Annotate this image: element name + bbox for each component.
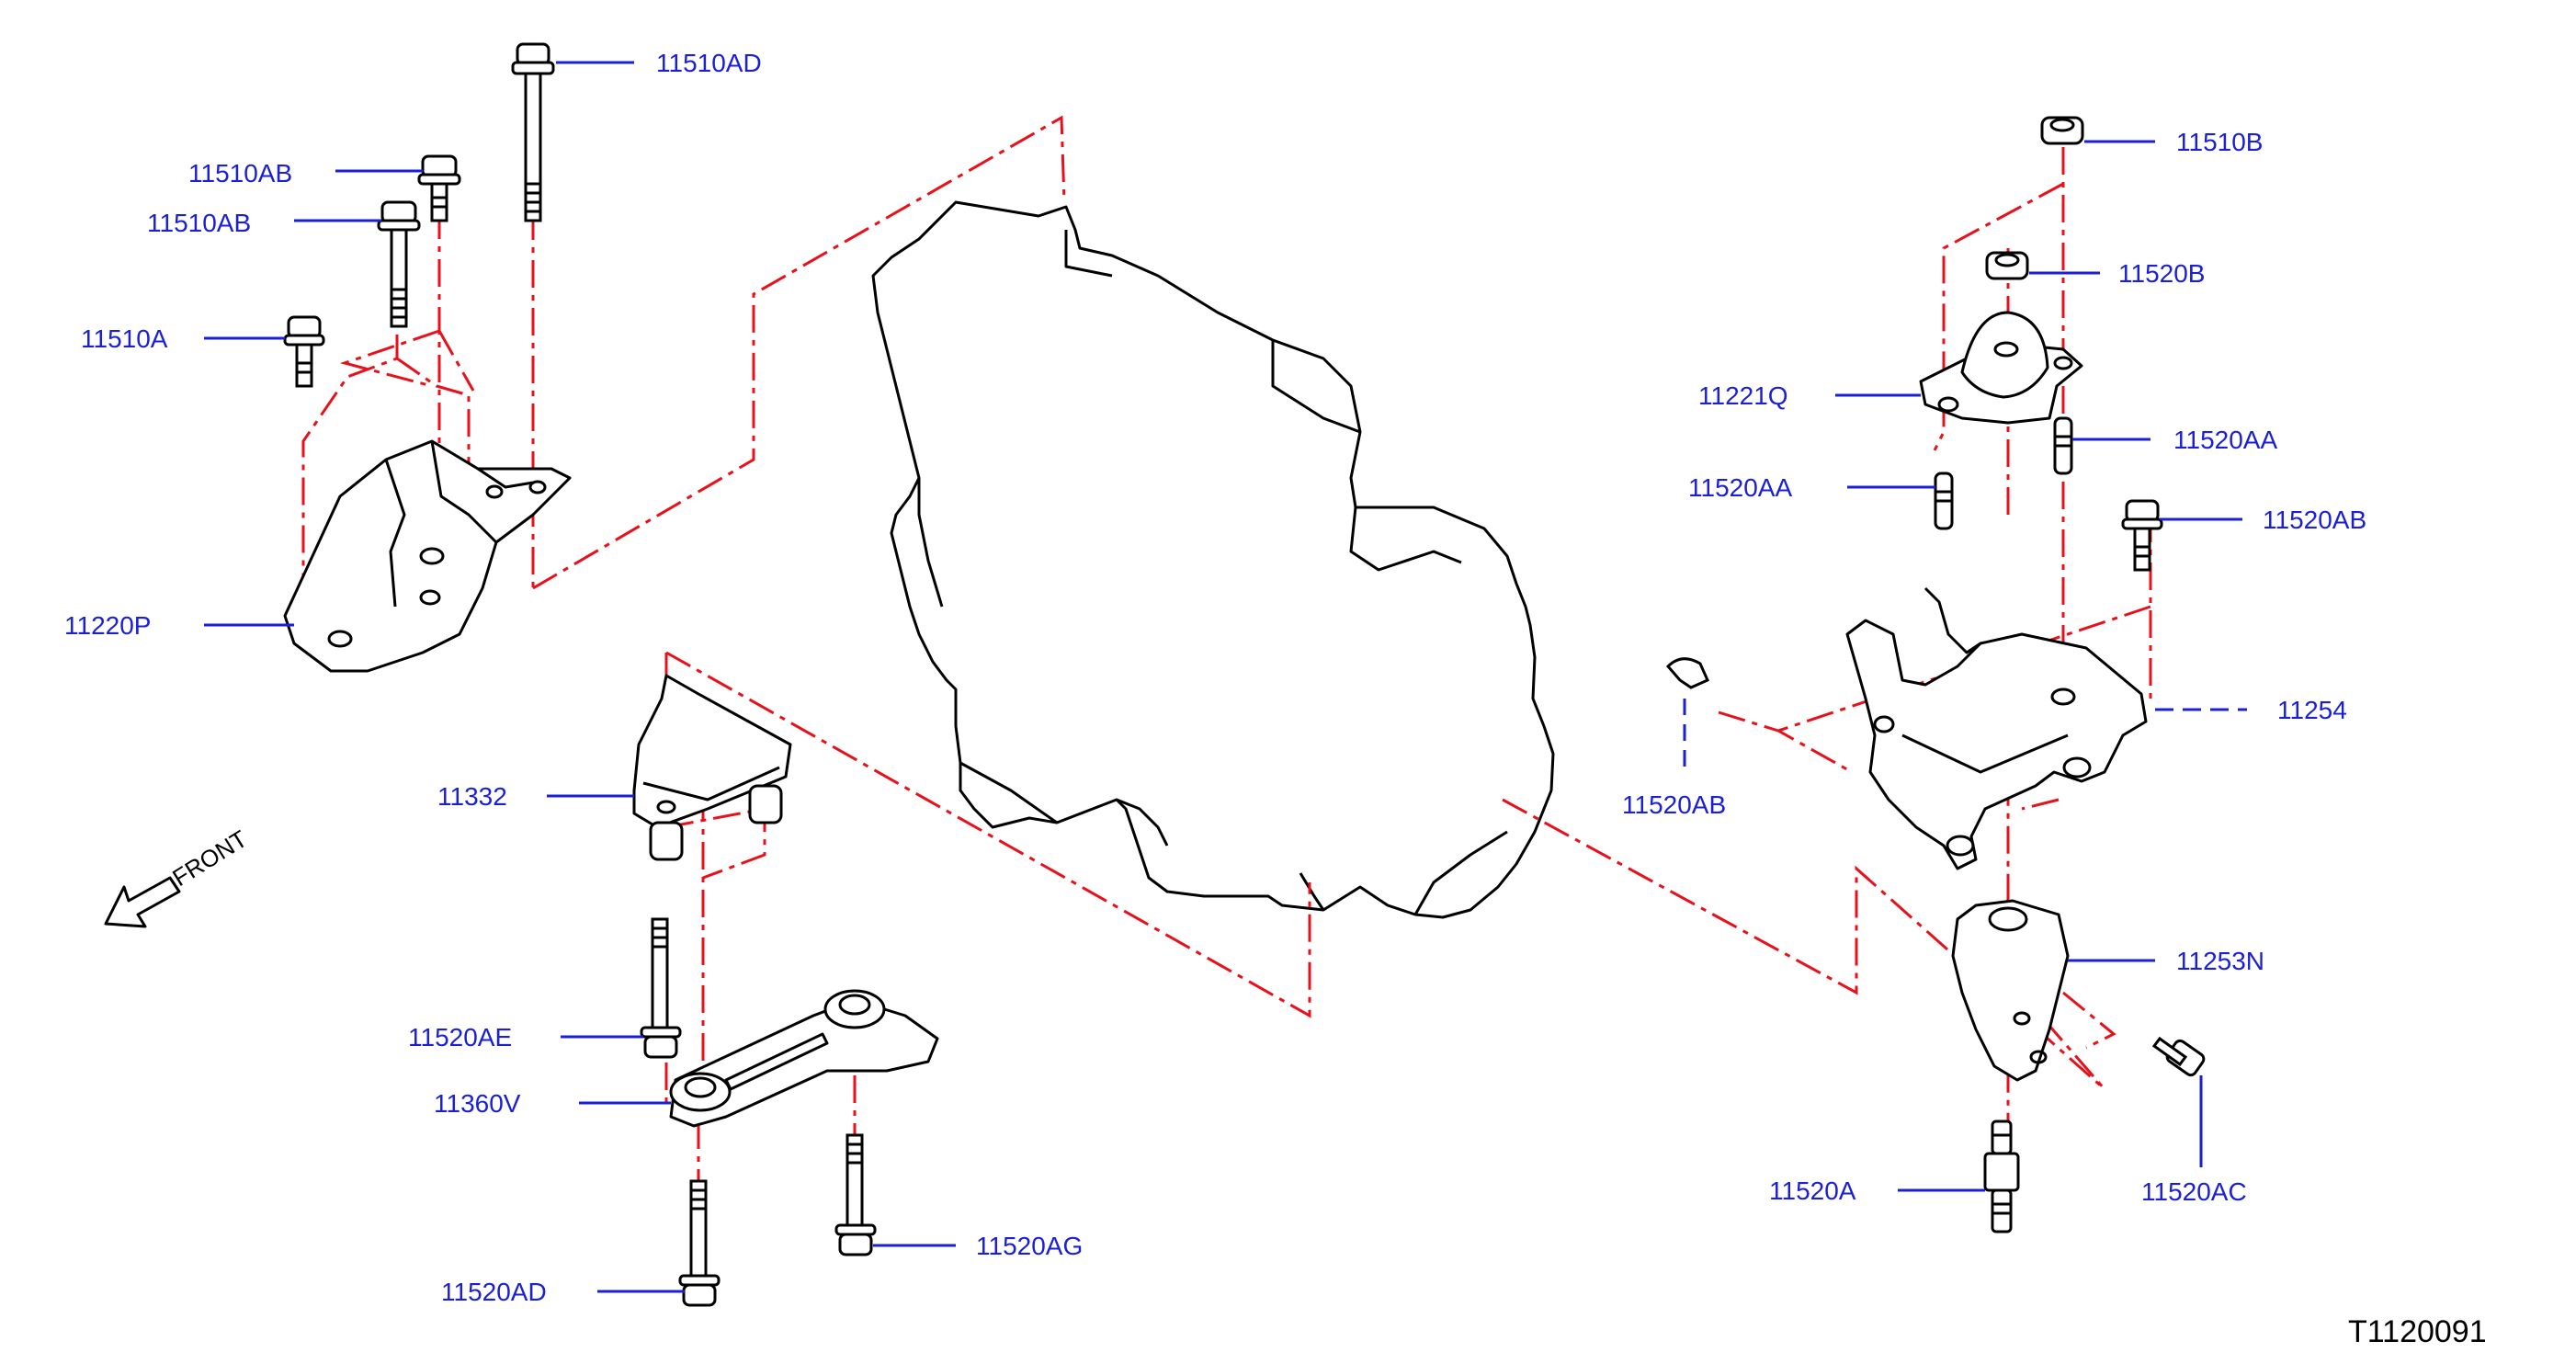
label-11520AA-left: 11520AA xyxy=(1688,473,1792,502)
label-11254: 11254 xyxy=(2277,696,2347,724)
label-11360V: 11360V xyxy=(434,1089,521,1118)
bolt-11520AC xyxy=(2151,1036,2206,1077)
label-11520B: 11520B xyxy=(2118,259,2205,288)
bolt-11510AB-1 xyxy=(417,154,461,222)
nut-11520B xyxy=(1985,251,2029,280)
clip-11520AB-left xyxy=(1665,657,1709,689)
label-11520AB-left: 11520AB xyxy=(1622,790,1726,819)
torque-rod-11360V xyxy=(669,989,939,1128)
label-11520AA-right: 11520AA xyxy=(2173,426,2277,454)
stud-11520AA-left xyxy=(1934,472,1954,530)
label-11221Q: 11221Q xyxy=(1698,381,1788,410)
stud-11520AA-right xyxy=(2053,416,2073,475)
label-11520A: 11520A xyxy=(1769,1176,1856,1205)
label-11510AD-top: 11510AD xyxy=(656,49,762,77)
label-11510AB-1: 11510AB xyxy=(188,159,292,188)
bolt-11520AE xyxy=(640,917,682,1059)
front-indicator: FRONT xyxy=(104,824,252,928)
label-11520AG: 11520AG xyxy=(976,1232,1083,1260)
bracket-11332 xyxy=(632,674,792,861)
nut-11510B xyxy=(2040,116,2084,145)
reference-code: T1120091 xyxy=(2348,1314,2487,1349)
front-label: FRONT xyxy=(167,824,252,892)
bolt-11510AB-2 xyxy=(377,200,421,328)
label-11520AD: 11520AD xyxy=(441,1278,547,1306)
bracket-11253N xyxy=(1951,899,2070,1082)
fasteners xyxy=(283,42,2206,1307)
mount-parts xyxy=(283,311,2148,1128)
label-11510AB-2: 11510AB xyxy=(147,209,251,237)
bolt-11520AB-right xyxy=(2121,499,2163,572)
mount-11221Q xyxy=(1919,311,2083,425)
part-labels: 11510AD 11510AB 11510AB 11510A 11220P 11… xyxy=(64,49,2366,1306)
label-11520AB-right: 11520AB xyxy=(2263,506,2366,534)
label-11220P: 11220P xyxy=(64,611,151,640)
front-arrow-icon xyxy=(104,876,181,928)
bolt-11520AG xyxy=(834,1133,877,1256)
bracket-11254 xyxy=(1845,586,2148,870)
label-11332: 11332 xyxy=(437,782,507,811)
label-11520AC: 11520AC xyxy=(2141,1177,2247,1206)
bolt-11520AD xyxy=(678,1179,721,1307)
bolt-11510A xyxy=(283,315,325,388)
label-11510B: 11510B xyxy=(2176,128,2263,156)
leader-lines xyxy=(204,61,2247,1293)
stud-11520A xyxy=(1983,1120,2020,1233)
engine-outline xyxy=(871,200,1555,919)
label-11520AE: 11520AE xyxy=(408,1023,512,1051)
label-11253N: 11253N xyxy=(2176,947,2264,975)
bolt-11510AD xyxy=(511,42,555,222)
label-11510A: 11510A xyxy=(81,324,168,353)
bracket-11220P xyxy=(283,439,572,673)
